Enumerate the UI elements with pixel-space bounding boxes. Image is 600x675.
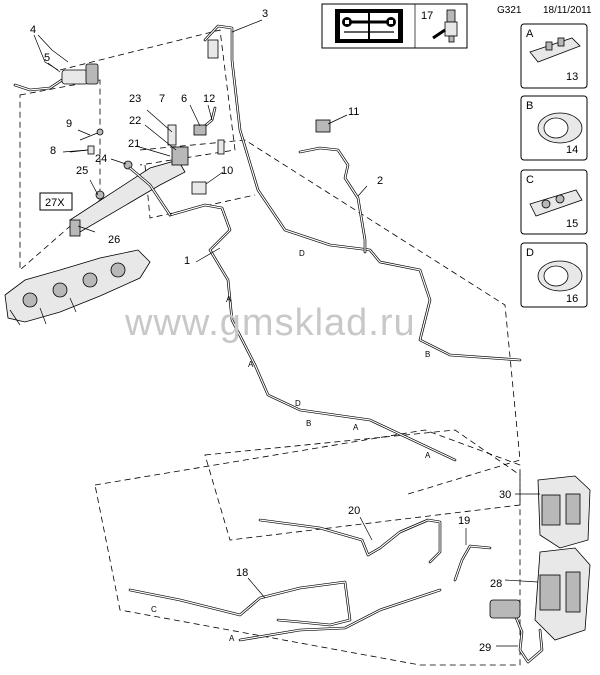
route-letter-a: A [229, 634, 235, 643]
callout-12: 12 [203, 93, 215, 105]
part-4-5 [13, 63, 99, 92]
callout-26: 26 [108, 234, 120, 246]
callout-6: 6 [181, 93, 187, 105]
detail-number-14: 14 [566, 144, 578, 156]
callout-29: 29 [479, 642, 491, 654]
clip-c-icon [529, 189, 583, 217]
detail-number-16: 16 [566, 293, 578, 305]
callout-27x: 27X [45, 197, 65, 209]
callout-18: 19 [458, 515, 470, 527]
detail-box-d: D 16 [520, 242, 588, 308]
callout-25: 25 [76, 165, 88, 177]
filter-29 [489, 599, 521, 619]
valve-icon [432, 9, 458, 43]
part-6-7 [193, 106, 225, 155]
detail-box-c: C 15 [520, 169, 588, 235]
fuel-pipes [128, 24, 544, 664]
callout-23: 23 [129, 93, 141, 105]
clip-d-icon [537, 260, 583, 292]
detail-box-a: A 13 [520, 23, 588, 89]
dashed-outlines [19, 29, 521, 666]
route-letter-b: B [306, 419, 311, 428]
leader-lines [33, 19, 540, 647]
detail-letter-c: C [526, 174, 534, 186]
callout-22: 22 [129, 115, 141, 127]
callout-19: 20 [348, 505, 360, 517]
detail-box-b: B 14 [520, 95, 588, 161]
detail-letter-a: A [526, 28, 534, 40]
canister-28 [534, 547, 591, 641]
callout-21: 21 [128, 138, 140, 150]
detail-number-13: 13 [566, 71, 578, 83]
part-10 [191, 181, 207, 195]
clip-b-icon [537, 112, 583, 144]
route-letter-d: D [299, 249, 305, 258]
route-letter-c: C [151, 605, 157, 614]
diagram-date: 18/11/2011 [543, 5, 592, 16]
part-12 [207, 39, 219, 59]
canister-30 [537, 475, 591, 549]
callout-5: 5 [44, 52, 50, 64]
detail-letter-d: D [526, 247, 534, 259]
part-27x [69, 219, 81, 237]
route-letter-a: A [425, 451, 431, 460]
callout-11: 11 [348, 106, 359, 118]
callout-27x-box: 27X [39, 192, 73, 211]
callout-20: 17 [421, 10, 433, 22]
route-letter-a: A [248, 360, 254, 369]
engine-manifold [4, 249, 151, 326]
callout-28: 28 [490, 578, 502, 590]
callout-17: 18 [236, 567, 248, 579]
callout-4: 4 [30, 24, 36, 36]
route-letter-d: D [295, 399, 301, 408]
callout-10: 10 [221, 165, 233, 177]
callout-1: 1 [184, 255, 190, 267]
route-letter-b: B [425, 350, 430, 359]
watermark: www.gmsklad.ru [124, 302, 416, 344]
part-8 [69, 145, 95, 155]
detail-number-15: 15 [566, 218, 578, 230]
callout-9: 9 [66, 118, 72, 130]
callout-7: 7 [159, 93, 165, 105]
wrench-book-icon [335, 9, 403, 43]
route-letter-a: A [226, 295, 232, 304]
part-11 [315, 119, 331, 133]
callout-24: 24 [95, 153, 107, 165]
callout-2: 2 [377, 175, 383, 187]
clip-a-icon [529, 37, 581, 63]
callout-30: 30 [499, 489, 511, 501]
callout-8: 8 [50, 145, 56, 157]
part-9 [79, 128, 104, 141]
callout-3: 3 [262, 8, 268, 20]
route-letter-a: A [353, 423, 359, 432]
detail-letter-b: B [526, 100, 533, 112]
diagram-code: G321 [497, 5, 522, 16]
manual-box: 17 [321, 3, 468, 49]
